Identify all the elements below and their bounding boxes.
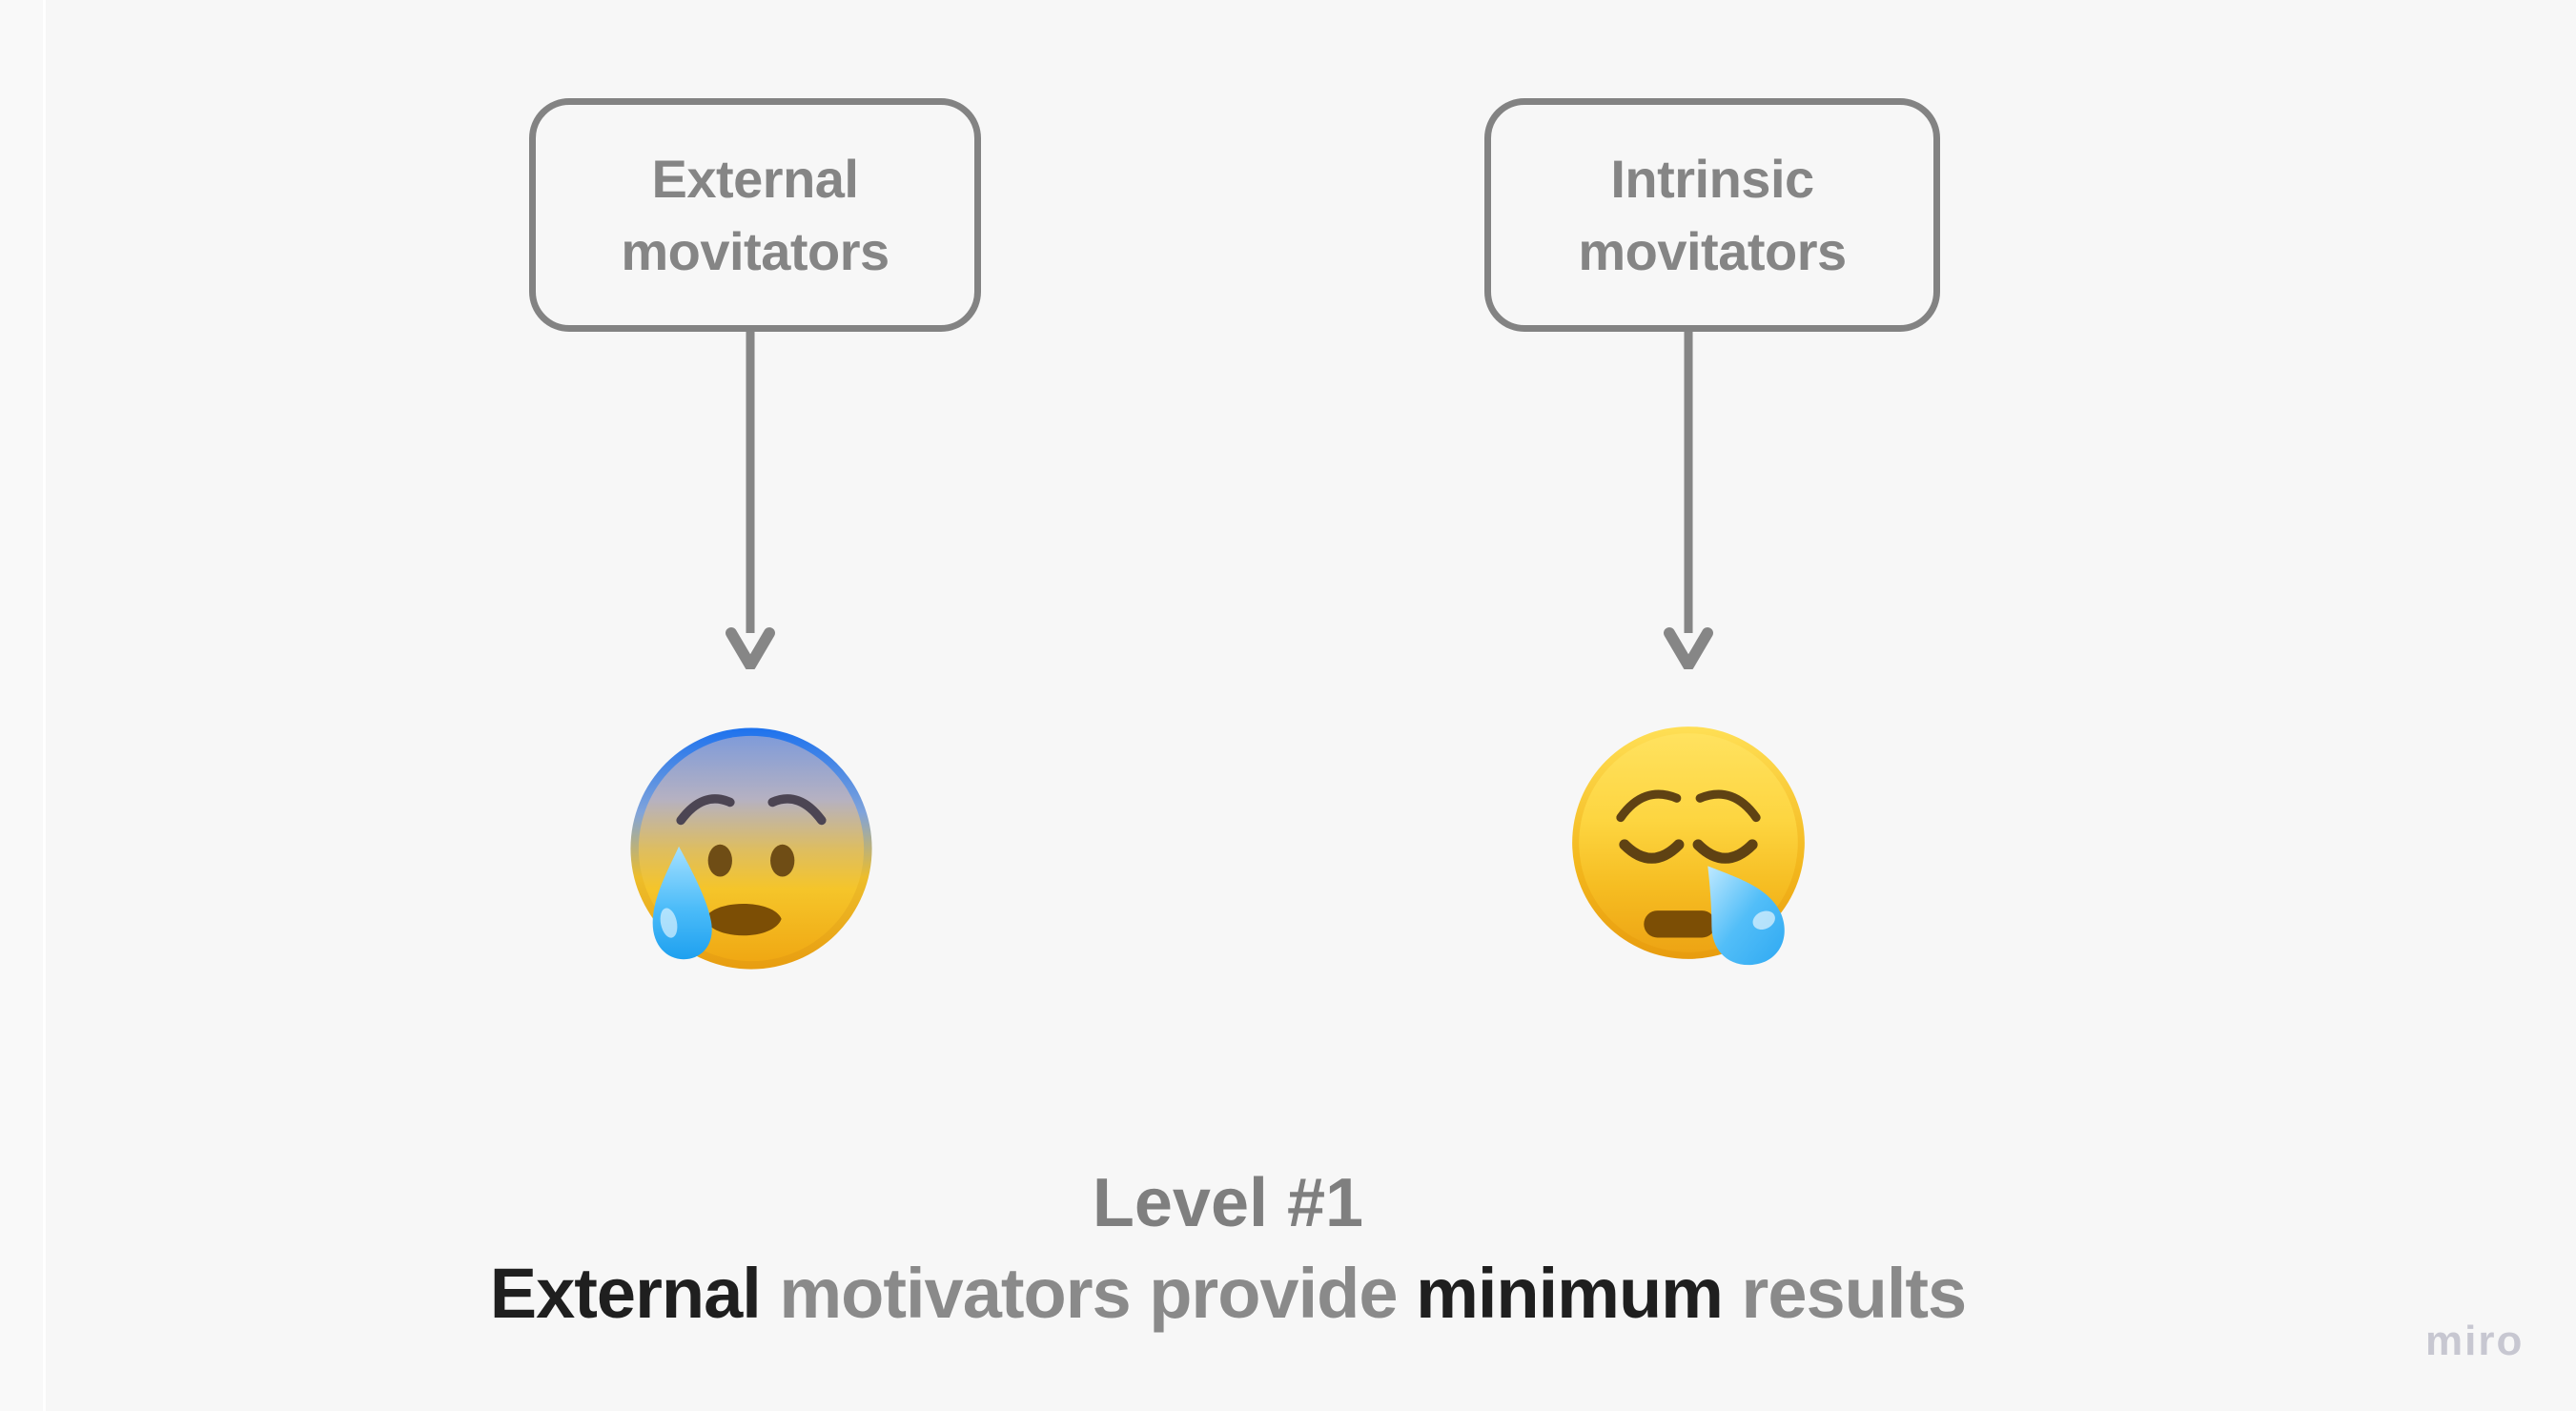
arrow-down-right [1664, 332, 1713, 669]
node-label-line: Intrinsic [1610, 148, 1814, 209]
caption-segment-external: External [489, 1254, 762, 1333]
node-label-line: movitators [621, 220, 889, 281]
node-intrinsic-motivators: Intrinsic movitators [1484, 98, 1940, 332]
miro-watermark: miro [2425, 1318, 2525, 1364]
anxious-face-with-sweat-emoji [630, 727, 872, 970]
caption-segment-motivators-provide: motivators provide [760, 1254, 1417, 1333]
node-label-line: External [651, 148, 860, 209]
node-external-motivators: External movitators [529, 98, 981, 332]
board-edge-strip [0, 0, 46, 1411]
caption-title: Level #1 [1092, 1165, 1364, 1241]
node-label-line: movitators [1578, 220, 1847, 281]
caption-segment-results: results [1722, 1254, 1968, 1333]
caption-subtitle: External motivators provide minimum resu… [0, 1255, 2456, 1333]
arrow-down-left [726, 332, 775, 669]
caption: Level #1 External motivators provide min… [0, 1165, 2456, 1333]
caption-segment-minimum: minimum [1416, 1254, 1724, 1333]
sleepy-face-emoji [1572, 726, 1805, 966]
